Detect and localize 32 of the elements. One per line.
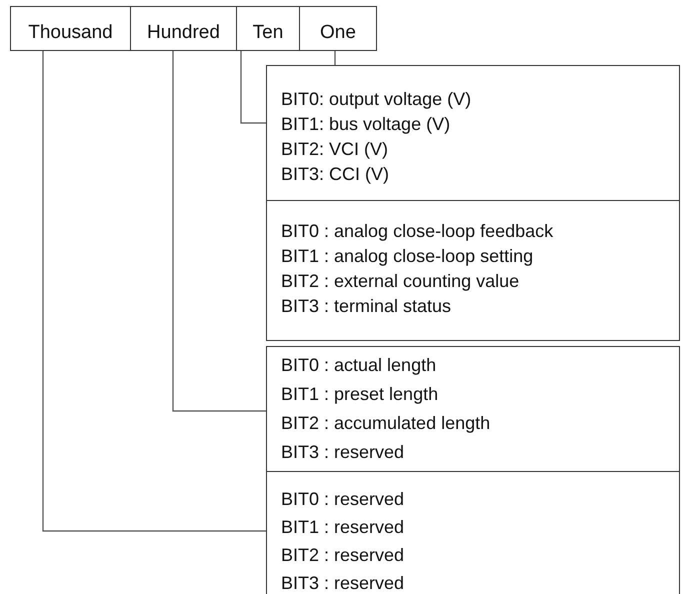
connector-line [334, 51, 336, 65]
bit-description: BIT1 : preset length [281, 383, 438, 406]
place-value-box [299, 6, 377, 51]
place-label: Hundred [147, 22, 220, 44]
bit-description: BIT0 : reserved [281, 488, 404, 511]
bit-definition-panel [266, 471, 680, 594]
connector-line [240, 51, 266, 124]
place-value-box [130, 6, 237, 51]
bit-definition-panel [266, 346, 680, 472]
bit-description: BIT1 : reserved [281, 516, 404, 539]
bit-description: BIT1 : analog close-loop setting [281, 245, 534, 268]
bit-description: BIT3 : reserved [281, 441, 404, 464]
bit-definition-panel [266, 200, 680, 341]
connector-line [172, 51, 266, 412]
bit-description: BIT2 : reserved [281, 544, 404, 567]
bit-description: BIT3 : terminal status [281, 295, 452, 318]
place-label: One [320, 22, 356, 44]
bit-description: BIT2 : accumulated length [281, 412, 490, 435]
bit-description: BIT2: VCI (V) [281, 138, 388, 161]
bit-description: BIT0: output voltage (V) [281, 88, 472, 111]
bit-description: BIT1: bus voltage (V) [281, 113, 450, 136]
bit-description: BIT2 : external counting value [281, 270, 520, 293]
place-value-box [236, 6, 300, 51]
bit-definition-panel [266, 65, 680, 201]
bit-description: BIT0 : analog close-loop feedback [281, 220, 554, 243]
place-label: Ten [252, 22, 284, 44]
bit-description: BIT3: CCI (V) [281, 163, 390, 186]
connector-line [42, 51, 266, 532]
bit-description: BIT0 : actual length [281, 354, 436, 377]
place-label: Thousand [28, 22, 113, 44]
bit-description: BIT3 : reserved [281, 572, 404, 594]
place-value-box [10, 6, 131, 51]
